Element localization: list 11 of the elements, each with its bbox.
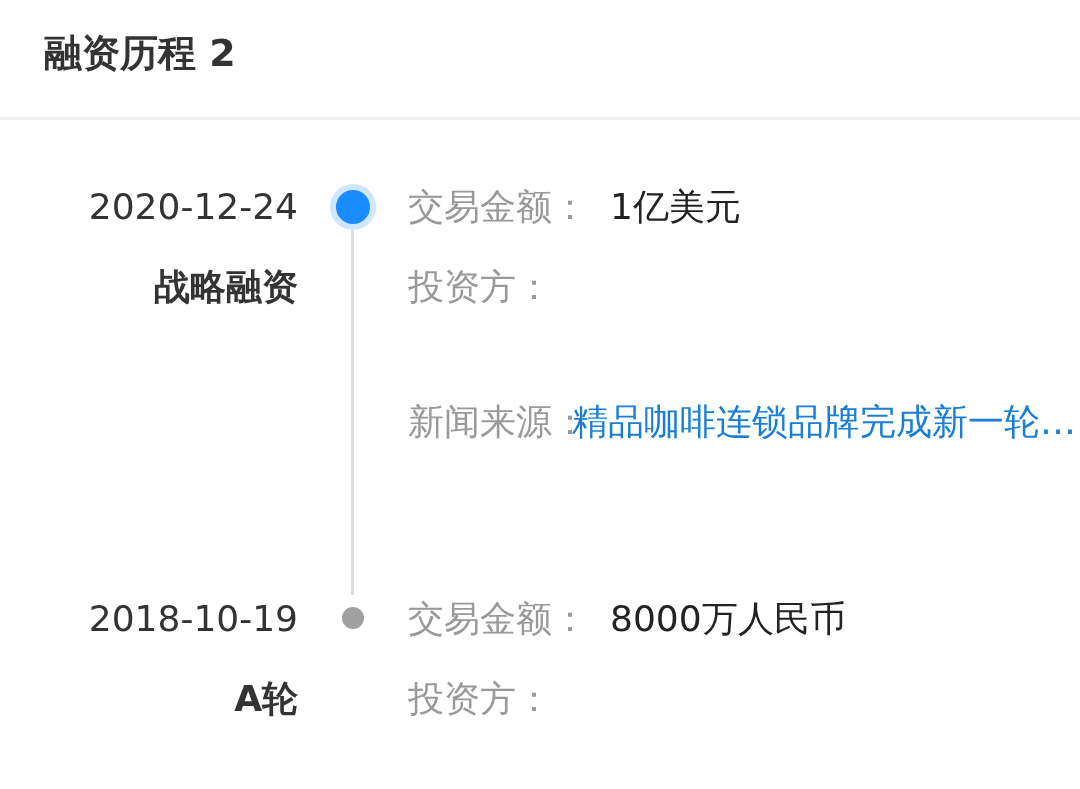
date: 2018-10-19 <box>88 597 298 641</box>
round-type: A轮 <box>234 677 298 721</box>
date: 2020-12-24 <box>88 185 298 229</box>
amount-value: 1亿美元 <box>610 185 741 229</box>
field-label: 投资方： <box>408 677 552 721</box>
field-label: 交易金额： <box>408 597 588 641</box>
field-label: 投资方： <box>408 265 552 309</box>
field-label: 交易金额： <box>408 185 588 229</box>
round-type: 战略融资 <box>154 265 298 309</box>
page-title: 融资历程 2 <box>44 30 236 77</box>
amount-value: 8000万人民币 <box>610 597 846 641</box>
